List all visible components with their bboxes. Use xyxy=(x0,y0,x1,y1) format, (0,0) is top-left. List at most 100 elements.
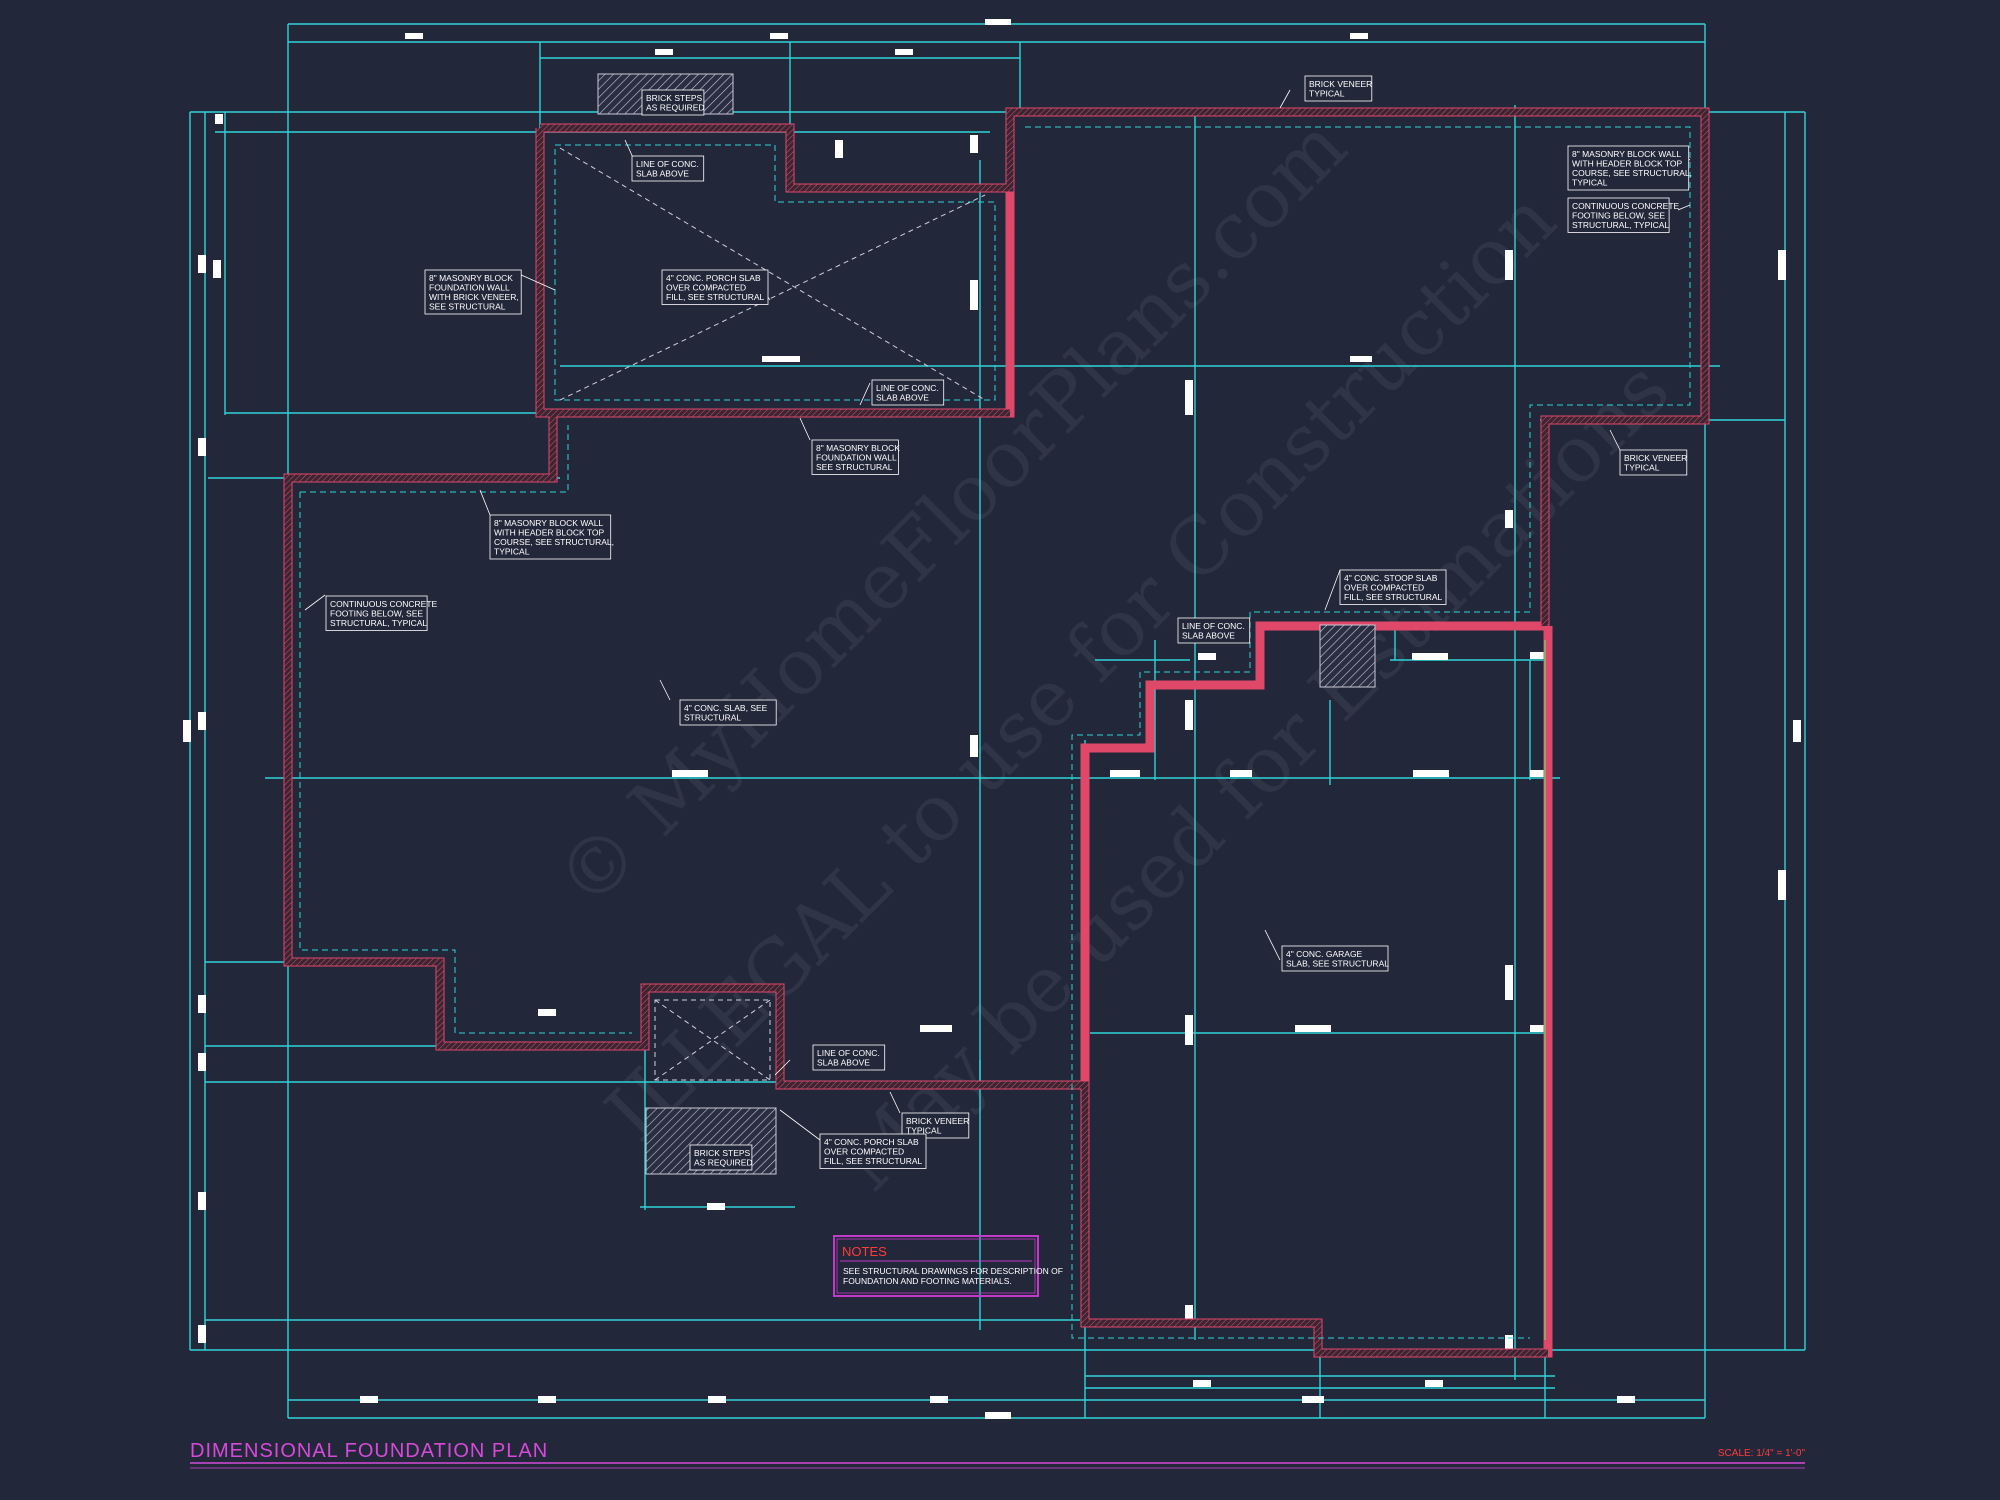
callout-line-conc-slab-3: LINE OF CONC.SLAB ABOVE xyxy=(1177,617,1251,644)
callout-frame xyxy=(1339,569,1447,605)
callout-text-line: 4" CONC. STOOP SLAB xyxy=(1344,573,1438,583)
callout-text-line: FOUNDATION WALL xyxy=(429,283,510,293)
callout-frame xyxy=(812,1044,886,1071)
callout-text-line: LINE OF CONC. xyxy=(636,159,699,169)
callout-text-line: LINE OF CONC. xyxy=(1182,621,1245,631)
callout-text-line: 8" MASONRY BLOCK WALL xyxy=(1572,149,1681,159)
callout-text-line: STRUCTURAL, TYPICAL xyxy=(330,618,427,628)
callout-text-line: 4" CONC. SLAB, SEE xyxy=(684,703,768,713)
notes-text-line-1: SEE STRUCTURAL DRAWINGS FOR DESCRIPTION … xyxy=(843,1266,1063,1276)
callout-text-line: BRICK STEPS xyxy=(694,1148,751,1158)
callout-text-line: BRICK VENEER xyxy=(1309,79,1372,89)
callout-text-line: TYPICAL xyxy=(494,547,530,557)
callout-line-conc-slab-1: LINE OF CONC.SLAB ABOVE xyxy=(631,155,705,182)
callout-text-line: AS REQUIRED xyxy=(646,103,705,113)
callout-text-line: OVER COMPACTED xyxy=(1344,583,1424,593)
callout-text-line: LINE OF CONC. xyxy=(876,383,939,393)
notes-box: NOTES SEE STRUCTURAL DRAWINGS FOR DESCRI… xyxy=(833,1235,1063,1297)
callout-text-line: FILL, SEE STRUCTURAL xyxy=(666,292,765,302)
callout-frame xyxy=(689,1144,753,1171)
callout-text-line: 4" CONC. PORCH SLAB xyxy=(666,273,761,283)
callout-frame xyxy=(661,269,769,305)
callout-text-line: TYPICAL xyxy=(1309,89,1345,99)
callout-frame xyxy=(1281,945,1389,972)
callout-frame xyxy=(1567,145,1690,191)
callout-text-line: SEE STRUCTURAL xyxy=(816,462,893,472)
callout-frame xyxy=(641,89,705,116)
callout-text-line: BRICK VENEER xyxy=(906,1116,969,1126)
callout-text-line: SLAB ABOVE xyxy=(1182,631,1235,641)
callout-frame xyxy=(1567,197,1670,233)
title-block: DIMENSIONAL FOUNDATION PLAN SCALE: 1/4" … xyxy=(190,1440,1806,1469)
callout-frame xyxy=(819,1133,927,1169)
callout-frame xyxy=(1619,449,1688,476)
callout-text-line: TYPICAL xyxy=(1572,178,1608,188)
callout-text-line: FILL, SEE STRUCTURAL xyxy=(1344,592,1443,602)
callout-text-line: SLAB ABOVE xyxy=(876,393,929,403)
callout-text-line: CONTINUOUS CONCRETE xyxy=(1572,201,1680,211)
callout-text-line: SEE STRUCTURAL xyxy=(429,302,506,312)
callout-frame xyxy=(325,595,428,631)
callout-text-line: FOOTING BELOW, SEE xyxy=(330,609,423,619)
callout-frame xyxy=(871,379,945,406)
callout-text-line: AS REQUIRED xyxy=(694,1158,753,1168)
callout-text-line: 8" MASONRY BLOCK xyxy=(429,273,513,283)
callout-text-line: 4" CONC. PORCH SLAB xyxy=(824,1137,919,1147)
callout-text-line: COURSE, SEE STRUCTURAL, xyxy=(494,537,614,547)
callout-text-line: WITH BRICK VENEER, xyxy=(429,292,519,302)
callout-text-line: SLAB ABOVE xyxy=(636,169,689,179)
callout-frame xyxy=(631,155,705,182)
callout-frame xyxy=(811,439,899,475)
callout-text-line: OVER COMPACTED xyxy=(666,283,746,293)
drawing-title: DIMENSIONAL FOUNDATION PLAN xyxy=(190,1440,548,1462)
callout-text-line: 8" MASONRY BLOCK WALL xyxy=(494,518,603,528)
callout-frame xyxy=(679,699,777,726)
callout-text-line: WITH HEADER BLOCK TOP xyxy=(1572,159,1683,169)
callout-text-line: 8" MASONRY BLOCK xyxy=(816,443,900,453)
callout-text-line: STRUCTURAL, TYPICAL xyxy=(1572,220,1669,230)
callout-text-line: 4" CONC. GARAGE xyxy=(1286,949,1363,959)
callout-line-conc-slab-4: LINE OF CONC.SLAB ABOVE xyxy=(812,1044,886,1071)
porch-slab-outlines xyxy=(559,147,986,1081)
foundation-walls xyxy=(283,107,1710,1358)
callout-line-conc-slab-2: LINE OF CONC.SLAB ABOVE xyxy=(871,379,945,406)
scale-label: SCALE: 1/4" = 1'-0" xyxy=(1718,1448,1806,1459)
callout-text-line: FOOTING BELOW, SEE xyxy=(1572,211,1665,221)
notes-heading: NOTES xyxy=(842,1244,887,1259)
callout-frame xyxy=(1177,617,1251,644)
callout-frame xyxy=(489,514,612,560)
notes-text-line-2: FOUNDATION AND FOOTING MATERIALS. xyxy=(843,1276,1012,1286)
callout-text-line: WITH HEADER BLOCK TOP xyxy=(494,528,605,538)
callout-text-line: TYPICAL xyxy=(906,1126,942,1136)
callout-text-line: BRICK STEPS xyxy=(646,93,703,103)
callout-frame xyxy=(424,269,522,315)
callout-text-line: STRUCTURAL xyxy=(684,713,741,723)
callout-text-line: CONTINUOUS CONCRETE xyxy=(330,599,438,609)
callout-text-line: OVER COMPACTED xyxy=(824,1147,904,1157)
dimension-ticks xyxy=(183,19,1801,1419)
callout-text-line: TYPICAL xyxy=(1624,463,1660,473)
brick-steps xyxy=(597,73,1376,1175)
callout-text-line: BRICK VENEER xyxy=(1624,453,1687,463)
callout-frame xyxy=(1304,75,1373,102)
callout-text-line: SLAB ABOVE xyxy=(817,1058,870,1068)
callout-text-line: FOUNDATION WALL xyxy=(816,453,897,463)
callout-text-line: FILL, SEE STRUCTURAL xyxy=(824,1156,923,1166)
